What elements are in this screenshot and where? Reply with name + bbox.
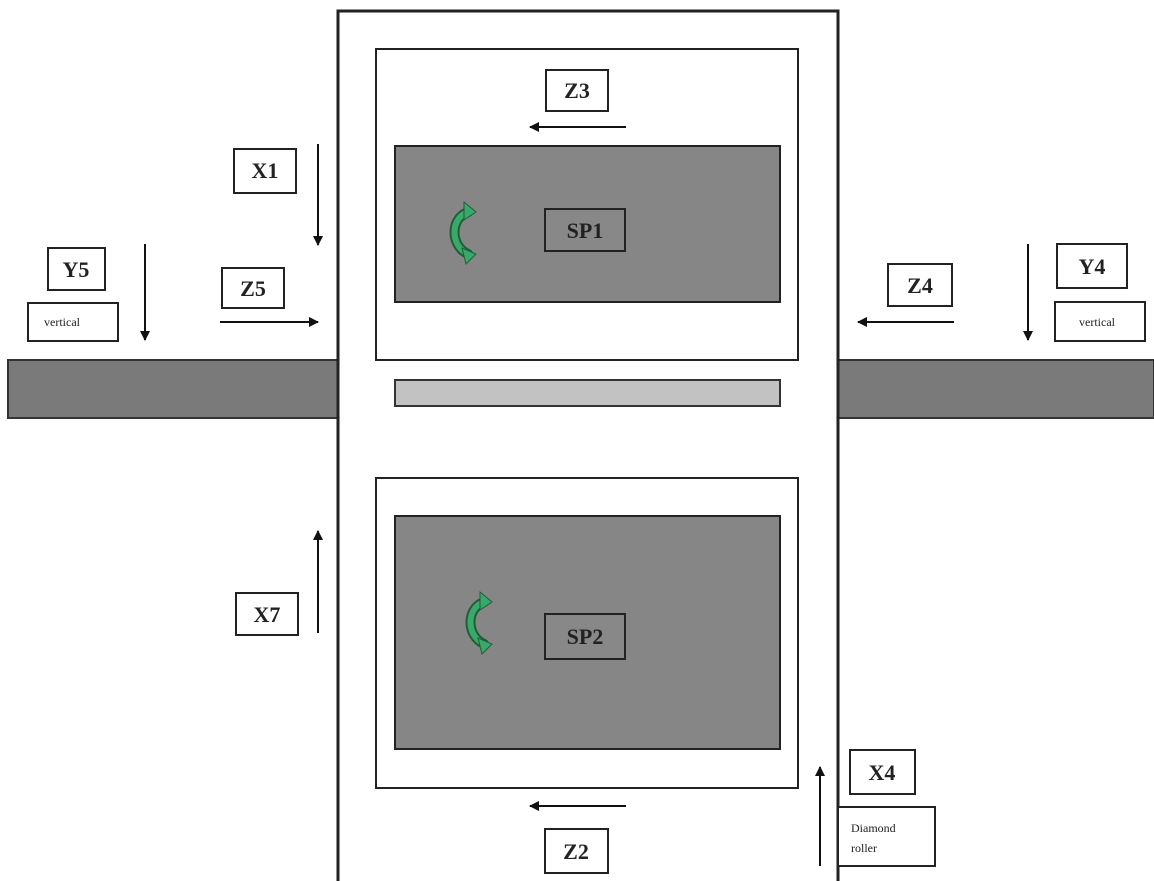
sp1-label: SP1 xyxy=(567,218,604,243)
z5-label: Z5 xyxy=(240,276,266,301)
x4-note-box xyxy=(837,806,936,867)
y4-note: vertical xyxy=(1079,315,1116,329)
y5-note-box xyxy=(27,302,119,342)
y5-label-box xyxy=(47,247,106,291)
x7-label: X7 xyxy=(254,602,281,627)
workpiece-bar-left xyxy=(7,359,339,419)
y4-label: Y4 xyxy=(1079,254,1106,279)
y4-label-box xyxy=(1056,243,1128,289)
x4-label: X4 xyxy=(869,760,896,785)
x1-label: X1 xyxy=(252,158,279,183)
z3-label: Z3 xyxy=(564,78,590,103)
y5-note: vertical xyxy=(44,315,81,329)
top-rotation-arrow-icon xyxy=(449,200,477,265)
bottom-rotation-arrow-icon xyxy=(465,590,493,655)
z5-label-box xyxy=(221,267,285,309)
guide-bar xyxy=(394,379,781,407)
y4-note-box xyxy=(1054,301,1146,342)
sp2-box xyxy=(544,613,626,660)
workpiece-bar-right xyxy=(837,359,1154,419)
x1-label-box xyxy=(233,148,297,194)
z4-label: Z4 xyxy=(907,273,933,298)
sp1-box xyxy=(544,208,626,252)
z3-label-box xyxy=(545,69,609,112)
z4-label-box xyxy=(887,263,953,307)
x4-label-box xyxy=(849,749,916,795)
y5-label: Y5 xyxy=(63,257,90,282)
x7-label-box xyxy=(235,592,299,636)
x4-note-line2: roller xyxy=(851,841,877,855)
sp2-label: SP2 xyxy=(567,624,604,649)
x4-note-line1: Diamond xyxy=(851,821,896,835)
z2-label-box xyxy=(544,828,609,874)
z2-label: Z2 xyxy=(563,839,589,864)
